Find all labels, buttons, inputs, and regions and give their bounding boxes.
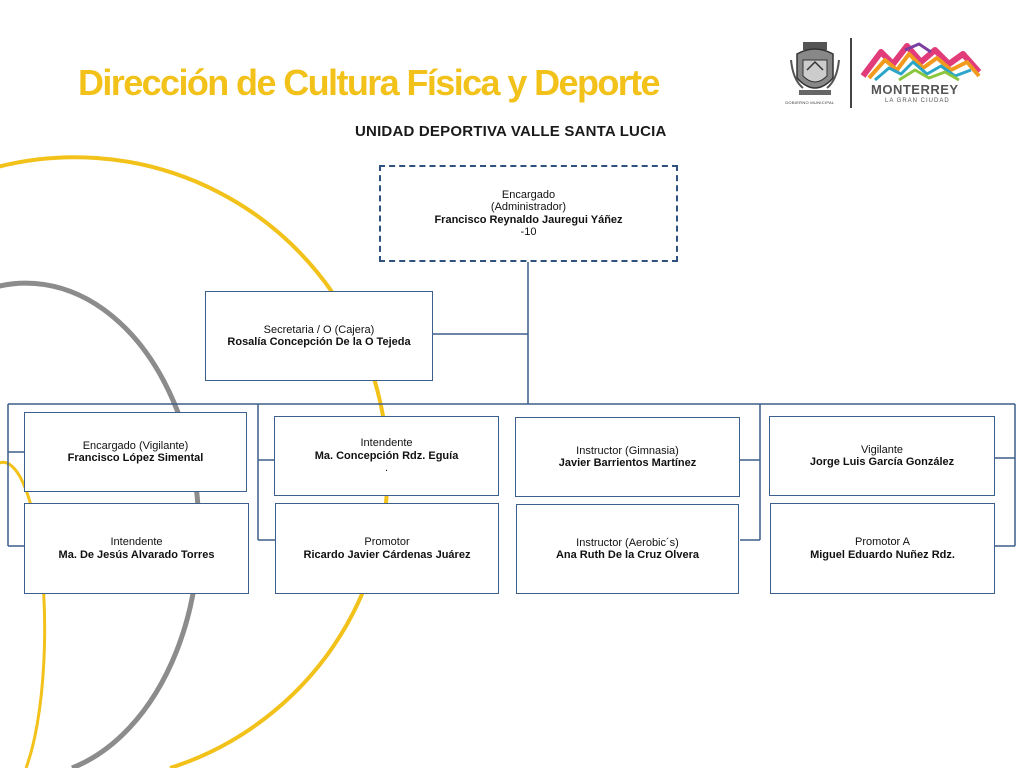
org-node-secretary: Secretaria / O (Cajera) Rosalía Concepci…	[205, 291, 433, 381]
org-node-promotor-a: Promotor A Miguel Eduardo Nuñez Rdz.	[770, 503, 995, 594]
node-name: Javier Barrientos Martínez	[558, 457, 697, 469]
node-name: Francisco López Simental	[67, 452, 204, 464]
municipal-seal-icon	[790, 42, 840, 95]
node-role: Instructor (Aerobic´s)	[576, 536, 679, 549]
org-node-promotor: Promotor Ricardo Javier Cárdenas Juárez	[275, 503, 499, 594]
node-name: Jorge Luis García González	[809, 456, 955, 468]
org-node-intendente-1: Intendente Ma. De Jesús Alvarado Torres	[24, 503, 249, 594]
node-name: Ma. Concepción Rdz. Eguía	[314, 449, 459, 462]
node-name: Ana Ruth De la Cruz Olvera	[555, 549, 700, 561]
monterrey-logo: GOBIERNO MUNICIPAL MONTERREY LA GRAN CIU…	[785, 38, 985, 110]
node-role: Encargado (Vigilante)	[82, 439, 189, 452]
logo-divider	[850, 38, 852, 108]
node-role: Intendente	[360, 437, 413, 450]
seal-caption: GOBIERNO MUNICIPAL	[785, 100, 835, 105]
page-title: Dirección de Cultura Física y Deporte	[78, 62, 661, 103]
node-role: Vigilante	[861, 443, 903, 456]
node-name: Ricardo Javier Cárdenas Juárez	[303, 548, 471, 561]
node-name: Rosalía Concepción De la O Tejeda	[227, 336, 411, 348]
node-extra: -10	[520, 226, 537, 238]
node-role: Promotor	[364, 536, 410, 548]
org-node-head: Encargado (Administrador) Francisco Reyn…	[379, 165, 678, 262]
brand-tagline: LA GRAN CIUDAD	[885, 98, 950, 104]
node-name: Ma. De Jesús Alvarado Torres	[58, 548, 215, 561]
node-role-detail: (Administrador)	[490, 201, 567, 213]
org-node-instructor-aerobics: Instructor (Aerobic´s) Ana Ruth De la Cr…	[516, 504, 739, 594]
node-name: Francisco Reynaldo Jauregui Yáñez	[434, 213, 623, 226]
node-role: Instructor (Gimnasia)	[576, 444, 679, 457]
node-extra: .	[384, 462, 389, 475]
brand-name: MONTERREY	[871, 82, 959, 97]
org-node-intendente-2: Intendente Ma. Concepción Rdz. Eguía .	[274, 416, 499, 496]
node-role: Promotor A	[854, 536, 911, 548]
org-node-instructor-gimnasia: Instructor (Gimnasia) Javier Barrientos …	[515, 417, 740, 497]
node-role: Encargado	[501, 188, 556, 201]
node-role: Secretaria / O (Cajera)	[263, 323, 375, 336]
node-role: Intendente	[110, 536, 163, 548]
page-subtitle: UNIDAD DEPORTIVA VALLE SANTA LUCIA	[355, 123, 667, 140]
mountain-mark-icon	[860, 42, 982, 82]
org-node-vigilante-encargado: Encargado (Vigilante) Francisco López Si…	[24, 412, 247, 492]
org-node-vigilante: Vigilante Jorge Luis García González	[769, 416, 995, 496]
node-name: Miguel Eduardo Nuñez Rdz.	[810, 548, 955, 561]
